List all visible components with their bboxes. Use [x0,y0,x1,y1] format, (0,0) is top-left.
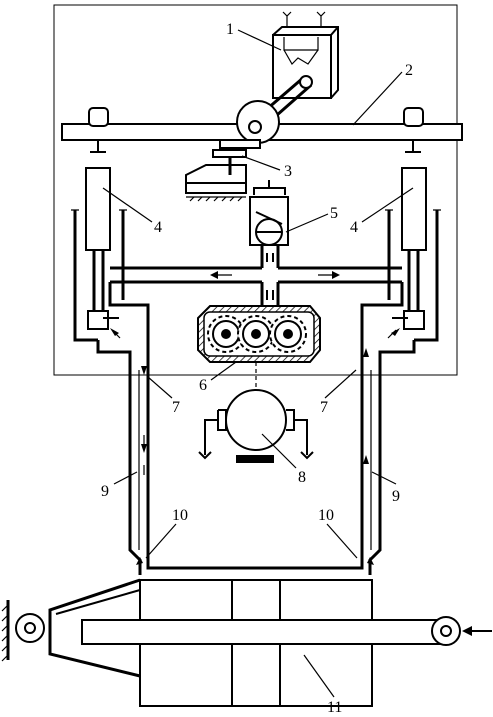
main-pipes [128,348,382,575]
left-valve-block [73,282,150,370]
label-5: 5 [330,205,338,222]
gear-right [269,315,307,353]
beam [61,100,463,153]
label-3: 3 [284,163,292,180]
cylinder-left [71,167,127,310]
label-8: 8 [298,469,306,486]
manifold [110,245,402,330]
slider-clamp [185,139,261,202]
label-4-right: 4 [350,219,358,236]
gear-left [207,315,245,353]
control-unit-boundary [53,4,458,376]
gear-pump [197,305,321,363]
gear-middle [237,315,275,353]
label-9-right: 9 [392,488,400,505]
cylinder-right [385,167,441,310]
label-1: 1 [226,21,234,38]
label-7-left: 7 [172,399,180,416]
label-7-right: 7 [320,399,328,416]
label-4-left: 4 [154,219,162,236]
label-6: 6 [199,377,207,394]
label-10-left: 10 [172,507,188,524]
motor [198,362,314,463]
leader-lines [102,29,414,698]
lower-cylinder [1,578,492,707]
label-9-left: 9 [101,483,109,500]
valve [249,180,289,246]
label-2: 2 [405,62,413,79]
label-10-right: 10 [318,507,334,524]
right-valve-block [360,282,439,370]
label-11: 11 [327,699,342,716]
